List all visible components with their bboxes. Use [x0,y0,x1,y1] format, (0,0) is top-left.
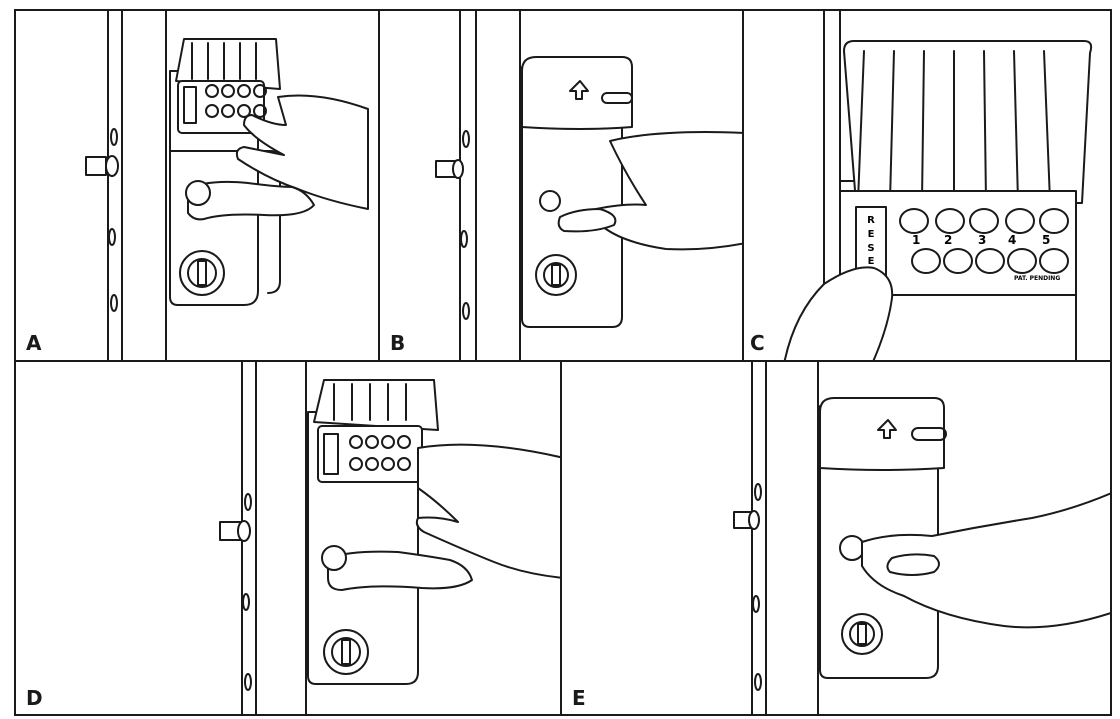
panel-label-a: A [26,331,42,355]
thumb [783,266,894,360]
panel-e: E [560,360,1112,716]
panel-a-illustration [85,11,369,360]
patent-text: PAT. PENDING [1014,275,1061,282]
panel-label-d: D [26,686,43,710]
panel-b: B [378,9,744,362]
panel-d-illustration [219,362,560,714]
key-top-5[interactable] [1039,208,1069,234]
reset-letter-s: S [867,242,875,254]
panel-label-e: E [572,686,586,710]
key-number-3: 3 [978,233,987,247]
key-bottom-4[interactable] [1007,248,1037,274]
key-number-1: 1 [912,233,921,247]
key-number-2: 2 [944,233,953,247]
key-number-5: 5 [1042,233,1051,247]
key-bottom-2[interactable] [943,248,973,274]
reset-letter-e2: E [867,256,875,268]
panel-d: D [14,360,562,716]
key-top-4[interactable] [1005,208,1035,234]
key-bottom-1[interactable] [911,248,941,274]
panel-e-illustration [733,362,1110,714]
reset-letter-r: R [867,215,875,226]
panel-c: R E S E T 1 2 3 4 5 PAT. PENDING C [742,9,1112,362]
panel-b-illustration [435,11,742,360]
key-bottom-3[interactable] [975,248,1005,274]
key-bottom-5[interactable] [1039,248,1069,274]
panel-label-b: B [390,331,406,355]
key-top-2[interactable] [935,208,965,234]
panel-a: A [14,9,380,362]
reset-letter-e1: E [867,228,875,240]
key-top-3[interactable] [969,208,999,234]
key-number-4: 4 [1008,233,1017,247]
key-top-1[interactable] [899,208,929,234]
panel-label-c: C [750,331,765,355]
keypad-buttons [783,208,1069,360]
